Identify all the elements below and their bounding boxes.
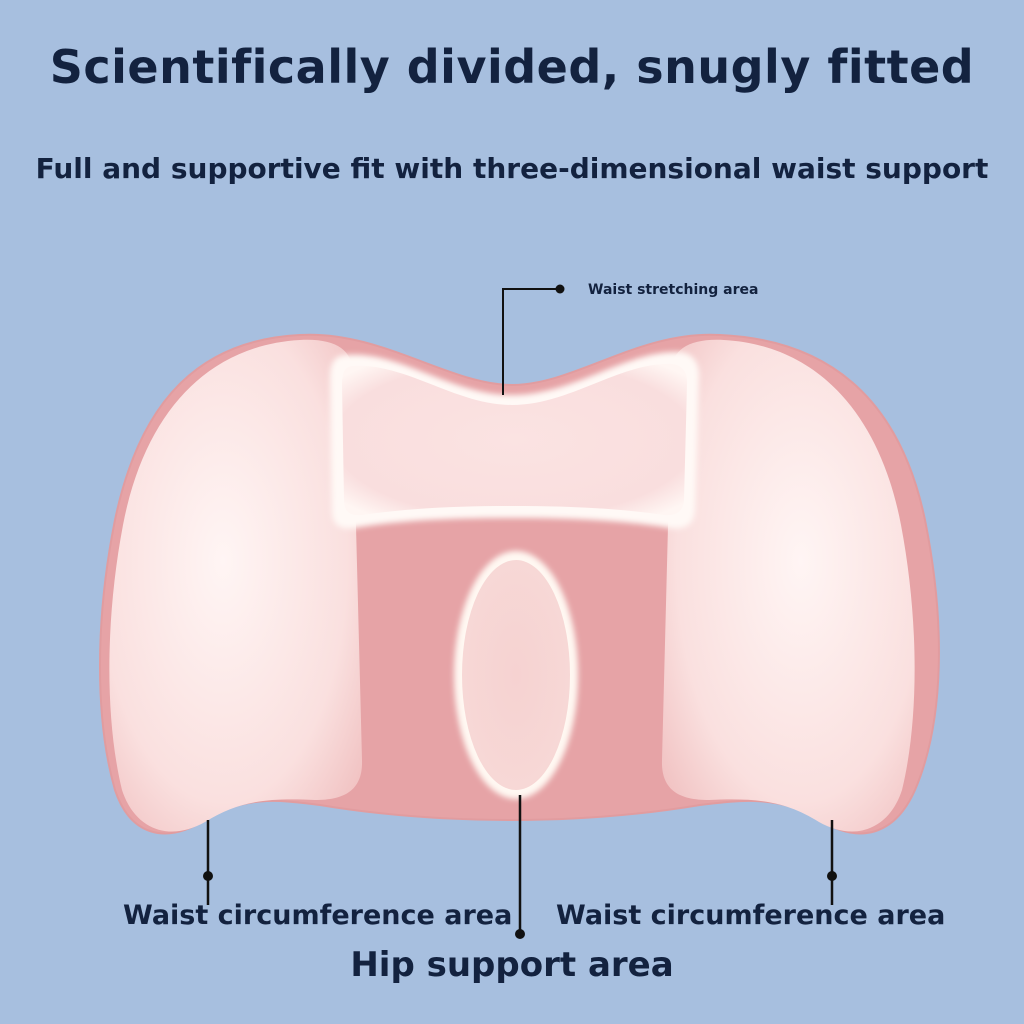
left-wing-pad	[109, 339, 363, 832]
callout-bottom-line	[515, 795, 525, 939]
label-waist-circumference-right: Waist circumference area	[556, 900, 946, 931]
page-subtitle: Full and supportive fit with three-dimen…	[35, 152, 989, 185]
page-title: Scientifically divided, snugly fitted	[49, 40, 975, 94]
right-wing-pad	[661, 339, 915, 832]
callout-left-line	[203, 820, 213, 905]
callout-right-line	[827, 820, 837, 905]
label-hip-support: Hip support area	[350, 945, 674, 985]
label-waist-stretching: Waist stretching area	[588, 282, 759, 298]
label-waist-circumference-left: Waist circumference area	[123, 900, 513, 931]
callout-top-line	[502, 284, 565, 395]
